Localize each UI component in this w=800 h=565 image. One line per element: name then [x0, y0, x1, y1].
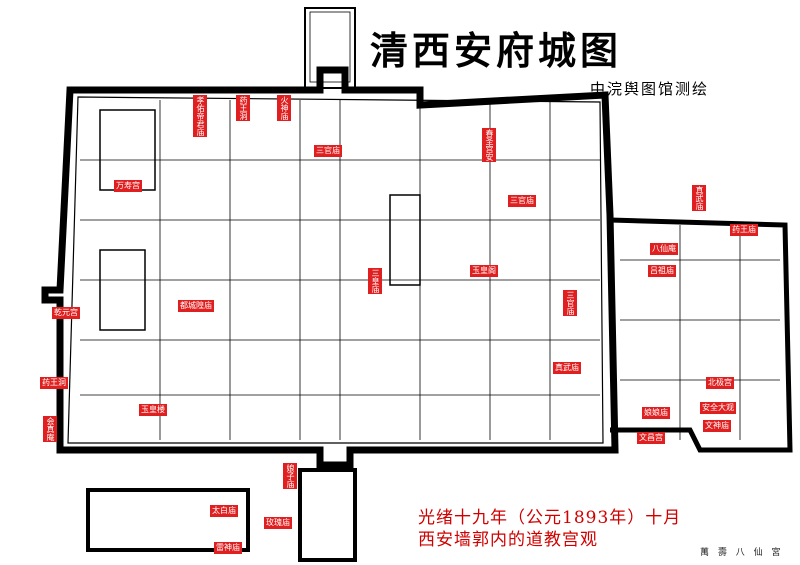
city-wall [41, 66, 619, 469]
caption-line-1: 光绪十九年（公元1893年）十月 [418, 508, 682, 528]
temple-label: 万寿宫 [114, 180, 142, 192]
temple-label: 三皇庙 [368, 268, 382, 294]
temple-label: 三官庙 [508, 195, 536, 207]
temple-label: 玉皇阁 [470, 265, 498, 277]
compounds [99, 109, 421, 331]
temple-label: 文神庙 [703, 420, 731, 432]
temple-label: 真武庙 [692, 185, 706, 211]
east-annex [609, 217, 793, 453]
street-grid [80, 100, 780, 440]
temple-label: 真武庙 [553, 362, 581, 374]
north-annex [304, 7, 356, 89]
temple-label: 三官庙 [314, 145, 342, 157]
temple-label: 乾元宫 [52, 307, 80, 319]
temple-label: 文昌宫 [637, 432, 665, 444]
temple-label: 火神庙 [277, 95, 291, 121]
temple-label: 娘子庙 [283, 463, 297, 489]
temple-label: 会真庵 [43, 416, 57, 442]
map-subtitle: 中浣舆图馆测绘 [590, 80, 710, 98]
temple-label: 药王洞 [40, 377, 68, 389]
temple-label: 太白庙 [210, 505, 238, 517]
temple-label: 北极宫 [706, 377, 734, 389]
temple-label: 八仙庵 [650, 243, 678, 255]
temple-label: 玉皇楼 [139, 404, 167, 416]
temple-label: 玫瑰庙 [264, 517, 292, 529]
temple-label: 娘娘庙 [642, 407, 670, 419]
south-annex [86, 468, 357, 562]
temple-label: 都城隍庙 [178, 300, 214, 312]
footnote: 萬 壽 八 仙 宮 [700, 548, 784, 558]
temple-label: 春圣宫安 [482, 128, 496, 162]
temple-label: 药王庙 [730, 224, 758, 236]
temple-label: 吕祖庙 [648, 265, 676, 277]
temple-label: 孝佑帝君庙 [193, 95, 207, 137]
temple-label: 雷神庙 [214, 542, 242, 554]
map-title: 清西安府城图 [370, 28, 623, 73]
temple-label: 三官庙 [563, 290, 577, 316]
temple-label: 药王洞 [236, 95, 250, 121]
temple-label: 安全大观 [700, 402, 736, 414]
caption-line-2: 西安墙郭内的道教宫观 [418, 530, 598, 550]
